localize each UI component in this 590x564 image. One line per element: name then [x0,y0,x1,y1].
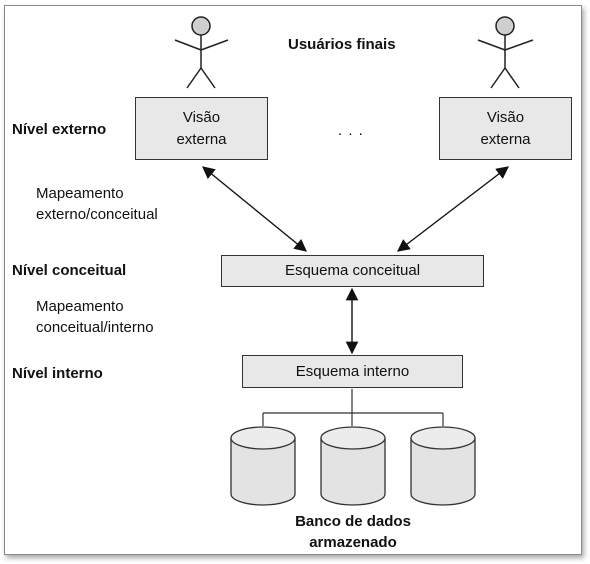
internal-level-label: Nível interno [12,365,103,382]
box-label-line: externa [176,130,227,148]
end-users-title: Usuários finais [288,36,396,53]
database-icon [320,426,386,506]
mapping-arrow-right [396,166,510,252]
conceptual-level-label: Nível conceitual [12,262,127,279]
mapping-arrow-left [202,166,307,252]
external-conceptual-mapping-label: Mapeamento externo/conceitual [36,183,158,225]
external-view-box-right: Visão externa [439,97,572,160]
stored-database-label: Banco de dados armazenado [253,511,453,553]
database-icon [230,426,296,506]
database-icon [410,426,476,506]
storage-label-line: Banco de dados [295,513,411,530]
external-view-box-left: Visão externa [135,97,268,160]
mapping-label-line: externo/conceitual [36,206,158,223]
external-level-label: Nível externo [12,121,107,138]
user-icon [477,16,534,89]
mapping-label-line: Mapeamento [36,185,124,202]
box-label-line: Visão [182,108,221,126]
ellipsis: . . . [338,122,364,139]
conceptual-schema-box: Esquema conceitual [221,255,484,287]
storage-connector [262,389,444,426]
user-icon [174,16,229,89]
mapping-label-line: Mapeamento [36,298,124,315]
internal-schema-box: Esquema interno [242,355,463,388]
mapping-label-line: conceitual/interno [36,319,154,336]
storage-label-line: armazenado [309,534,397,551]
box-label-line: Visão [486,108,525,126]
box-label-line: externa [480,130,531,148]
conceptual-internal-mapping-label: Mapeamento conceitual/interno [36,296,154,338]
